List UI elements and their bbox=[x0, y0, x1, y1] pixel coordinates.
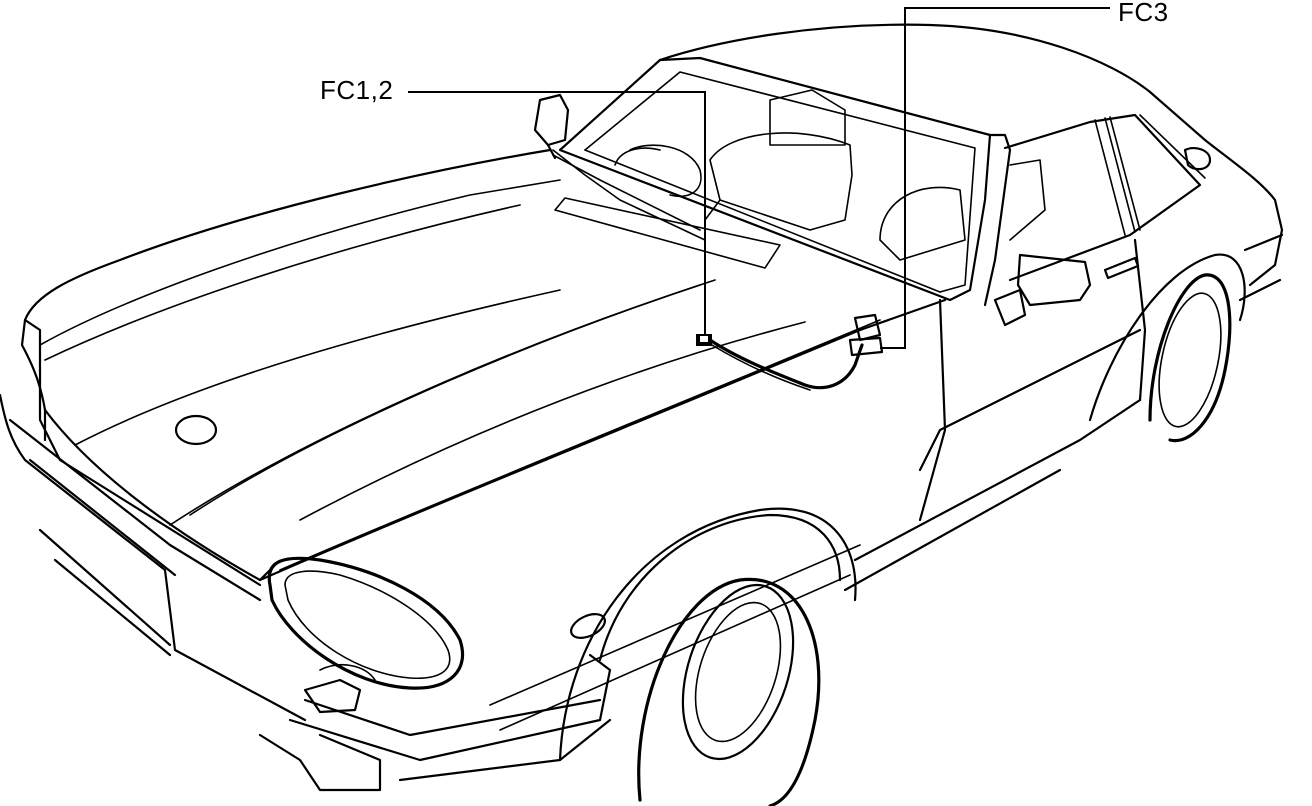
callout-fc3-label: FC3 bbox=[1118, 0, 1169, 27]
car-interior bbox=[614, 89, 1046, 261]
wiring-harness bbox=[552, 149, 864, 391]
car-body bbox=[0, 23, 1284, 806]
leader-fc3 bbox=[880, 7, 1110, 349]
connector-fc3 bbox=[848, 313, 884, 357]
leader-fc12 bbox=[408, 91, 706, 334]
connector-fc12 bbox=[696, 334, 712, 346]
leader-lines bbox=[408, 7, 1110, 349]
callout-fc12-label: FC1,2 bbox=[320, 75, 394, 105]
